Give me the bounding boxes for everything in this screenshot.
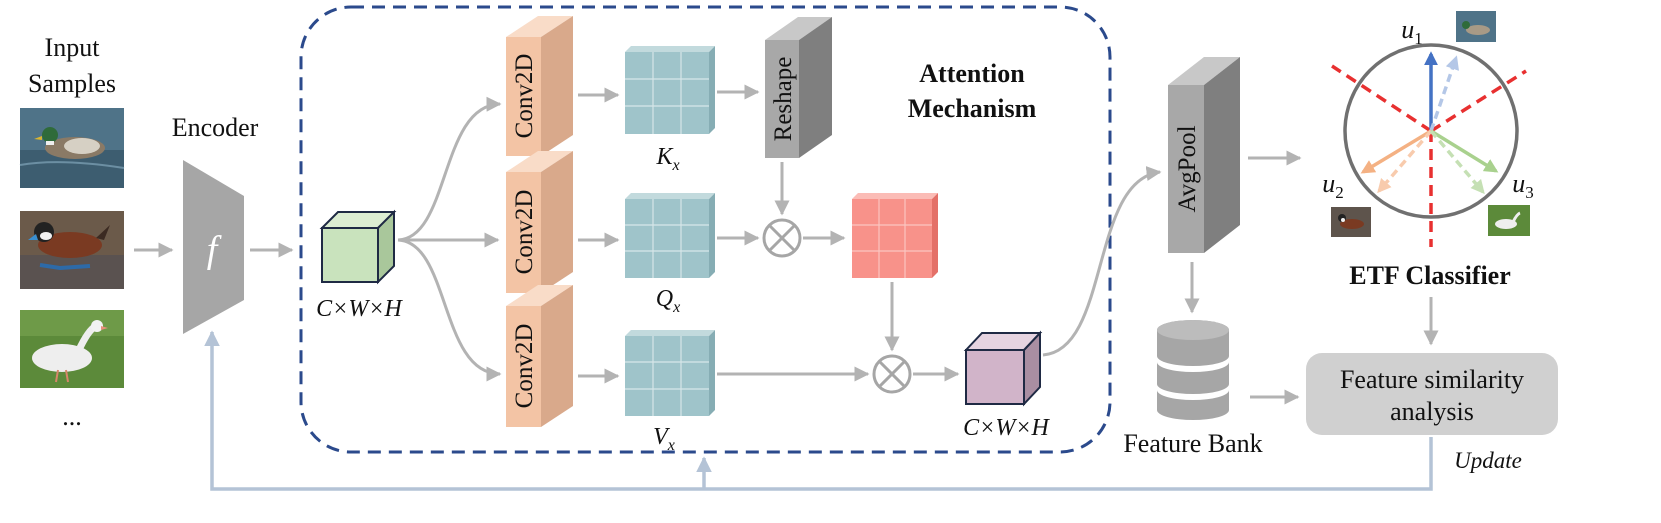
etf-classifier-diagram (1331, 43, 1527, 247)
attention-title-line1: Attention (919, 59, 1025, 88)
encoder-block: Encoder f (172, 113, 259, 334)
conv2d-block-q: Conv2D (506, 151, 573, 293)
update-label: Update (1454, 448, 1522, 473)
etf-boundary-left (1331, 64, 1432, 133)
encoder-trapezoid (183, 160, 244, 334)
etf-prototype-u3-arrow (1430, 129, 1499, 173)
attention-mechanism-border (299, 5, 1112, 454)
feature-similarity-box (1306, 353, 1558, 435)
etf-classifier-title: ETF Classifier (1349, 261, 1511, 290)
attention-title-line2: Mechanism (908, 94, 1037, 123)
k-label: Kx (655, 144, 679, 174)
etf-thumbnail-mallard (1456, 11, 1496, 42)
etf-u3-label: u3 (1512, 169, 1534, 202)
output-feature-cube (963, 330, 1043, 407)
q-label: Qx (656, 286, 680, 316)
arrow-cube-to-conv-v (397, 238, 502, 382)
etf-hypersphere (1343, 43, 1519, 219)
update-feedback-loop (204, 330, 1433, 491)
conv2d-label-k: Conv2D (511, 54, 538, 139)
avgpool-block: AvgPool (1168, 57, 1240, 253)
avgpool-label: AvgPool (1174, 125, 1201, 212)
arrow-output-to-avgpool (1042, 166, 1162, 357)
conv2d-label-q: Conv2D (511, 190, 538, 275)
etf-thumbnail-ruddy-duck (1331, 207, 1371, 237)
v-tensor (625, 330, 715, 416)
v-label: Vx (653, 424, 675, 454)
input-title-line1: Input (45, 33, 101, 62)
feature-similarity-line1: Feature similarity (1340, 365, 1524, 394)
input-title-line2: Samples (28, 69, 116, 98)
output-dims-label: C×W×H (963, 415, 1050, 441)
arrow-cube-to-conv-k (397, 96, 502, 242)
conv2d-block-k: Conv2D (506, 16, 573, 156)
etf-feature-2-arrow (1377, 129, 1433, 194)
etf-u2-label: u2 (1322, 169, 1344, 202)
reshape-label: Reshape (770, 57, 797, 142)
sample-image-snow-goose (20, 310, 124, 388)
etf-feature-3-arrow (1429, 129, 1485, 195)
etf-prototype-u2-arrow (1360, 129, 1432, 174)
etf-thumbnail-snow-goose (1488, 205, 1530, 236)
conv2d-block-v: Conv2D (506, 285, 573, 427)
q-tensor (625, 193, 715, 278)
feature-bank-database-icon (1157, 320, 1229, 420)
attention-map-tensor (852, 193, 938, 278)
encoder-label: Encoder (172, 113, 259, 142)
k-tensor (625, 46, 715, 134)
sample-image-ruddy-duck (20, 211, 124, 289)
reshape-block: Reshape (765, 17, 832, 158)
multiply-operator-2 (872, 354, 912, 394)
feature-similarity-line2: analysis (1390, 397, 1474, 426)
input-samples: Input Samples (19, 33, 125, 431)
sample-image-mallard (19, 108, 125, 188)
etf-feature-1-arrow (1429, 55, 1459, 132)
feature-bank-label: Feature Bank (1123, 429, 1262, 458)
conv2d-label-v: Conv2D (511, 324, 538, 409)
input-ellipsis: ... (62, 402, 82, 431)
input-feature-cube (319, 209, 397, 285)
etf-u1-label: u1 (1401, 15, 1423, 48)
multiply-operator-1 (762, 218, 802, 258)
input-dims-label: C×W×H (316, 296, 403, 322)
etf-boundary-right (1430, 69, 1527, 133)
